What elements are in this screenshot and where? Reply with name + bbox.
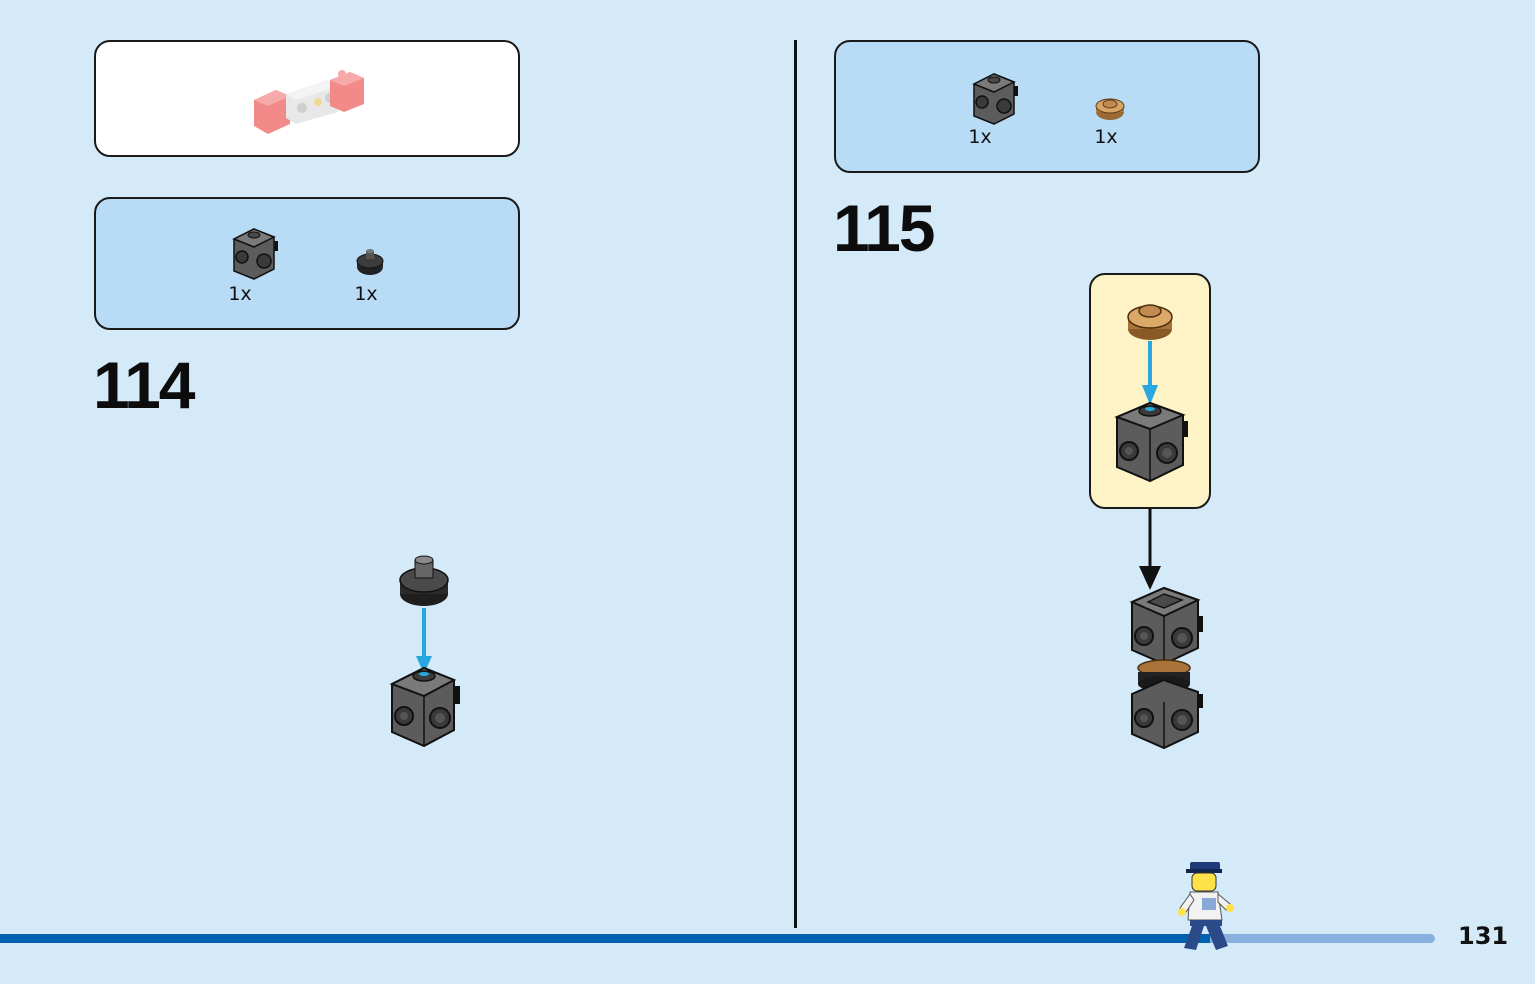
subassembly-preview-box: [94, 40, 520, 157]
parts-list-step-114: 1x 1x: [94, 197, 520, 330]
step-115-assembly-illustration: [1129, 508, 1203, 750]
pearl-gold-round-plate-icon: [1095, 98, 1125, 120]
minifigure-runner-icon: [1178, 862, 1234, 950]
part-quantity: 1x: [1094, 126, 1118, 148]
progress-bar-track: [1210, 934, 1435, 943]
part-quantity: 1x: [228, 283, 252, 305]
callout-assembly-illustration: [1114, 304, 1188, 483]
step-number: 115: [833, 191, 935, 265]
step-number: 114: [93, 348, 195, 422]
progress-bar-fill: [0, 934, 1210, 943]
dark-grey-1x1-brick-studs-icon: [232, 228, 278, 280]
step-114-assembly-illustration: [389, 555, 460, 748]
parts-list-step-115: 1x 1x: [834, 40, 1260, 173]
black-round-plate-icon: [356, 249, 384, 275]
page-divider: [794, 40, 797, 928]
part-quantity: 1x: [968, 126, 992, 148]
page-number: 131: [1458, 922, 1509, 950]
substep-callout: [1089, 273, 1211, 509]
red-subassembly-icon: [254, 70, 364, 134]
part-quantity: 1x: [354, 283, 378, 305]
dark-grey-1x1-brick-studs-icon: [972, 73, 1018, 125]
